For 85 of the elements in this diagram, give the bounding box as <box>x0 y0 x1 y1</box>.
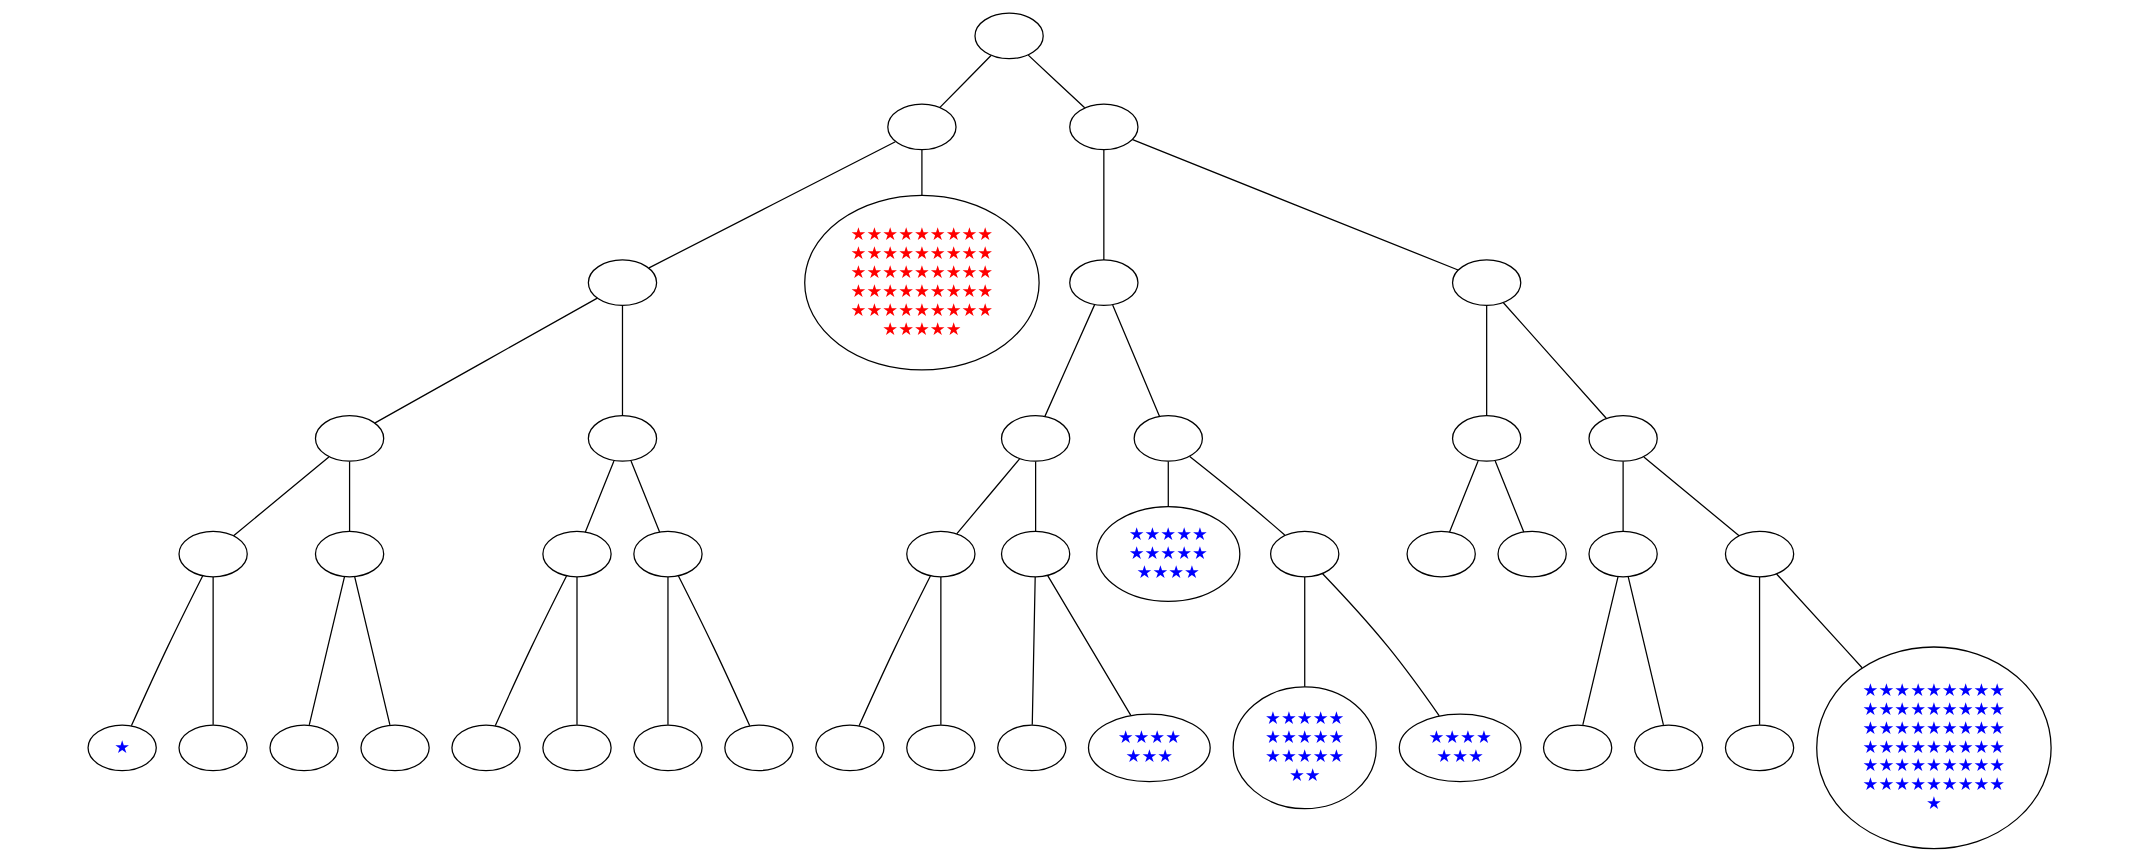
node-ellipse <box>633 724 703 772</box>
node-ellipse <box>1069 103 1139 151</box>
connector <box>1582 576 1619 726</box>
node-ellipse <box>1000 530 1071 578</box>
connector <box>584 460 615 533</box>
connector <box>921 149 923 196</box>
connector <box>1035 460 1037 532</box>
node-ellipse <box>1406 530 1476 578</box>
connector <box>956 458 1021 535</box>
node-ellipse <box>1588 530 1658 578</box>
node-ellipse <box>815 724 885 772</box>
connector <box>1167 460 1169 507</box>
connector <box>648 141 896 269</box>
node-ellipse: ★★★★★★★★★ ★★★★★★★★★ ★★★★★★★★★ ★★★★★★★★★ ★★★★★★★★★ ★★★★★ <box>804 194 1040 371</box>
node-ellipse <box>542 724 612 772</box>
node-ellipse <box>314 530 385 578</box>
connector <box>1322 573 1440 717</box>
connector <box>1189 455 1286 536</box>
node-ellipse <box>1497 530 1567 578</box>
node-ellipse <box>178 530 248 578</box>
connector <box>1031 576 1036 726</box>
connector <box>939 54 992 108</box>
node-ellipse <box>1724 530 1795 578</box>
node-ellipse <box>887 103 957 151</box>
connector <box>1112 304 1161 418</box>
node-ellipse: ★★★★ ★★★ <box>1398 713 1522 783</box>
connector <box>1103 149 1105 261</box>
node-ellipse <box>360 724 430 772</box>
connector <box>1046 574 1132 717</box>
connector <box>1622 460 1624 532</box>
node-ellipse <box>314 415 385 462</box>
node-ellipse <box>633 530 703 578</box>
connector <box>212 576 214 726</box>
connector <box>1627 576 1665 726</box>
connector <box>1448 460 1479 533</box>
node-ellipse <box>542 530 612 578</box>
node-ellipse <box>1451 415 1522 462</box>
connector <box>308 576 346 726</box>
connector <box>130 575 204 727</box>
node-ellipse: ★ <box>87 724 157 772</box>
node-ellipse: ★★★★ ★★★ <box>1087 713 1211 783</box>
connector <box>667 576 669 726</box>
connector <box>940 576 942 726</box>
connector <box>1027 54 1086 109</box>
node-ellipse: ★★★★★ ★★★★★ ★★★★ <box>1096 506 1241 602</box>
node-ellipse <box>997 724 1067 772</box>
connector <box>1643 456 1740 537</box>
node-ellipse <box>1270 530 1340 578</box>
connector <box>1502 302 1607 419</box>
node-ellipse <box>1069 259 1139 307</box>
node-ellipse <box>451 724 521 772</box>
connector <box>1304 576 1306 688</box>
node-ellipse <box>1633 724 1704 772</box>
connector <box>858 575 931 727</box>
node-ellipse <box>269 724 339 772</box>
node-ellipse <box>1000 415 1071 462</box>
connector <box>1486 304 1488 417</box>
node-ellipse <box>1542 724 1613 772</box>
connector <box>677 575 751 727</box>
node-ellipse <box>974 12 1044 60</box>
connector <box>374 297 598 424</box>
node-ellipse <box>1588 415 1658 462</box>
node-ellipse <box>178 724 248 772</box>
node-ellipse <box>906 724 976 772</box>
connector <box>1775 573 1863 669</box>
connector <box>630 460 661 533</box>
connector <box>354 576 391 726</box>
connector <box>494 575 568 727</box>
connector <box>1494 460 1525 533</box>
connector <box>621 304 624 417</box>
node-ellipse <box>1724 724 1795 772</box>
connector <box>1758 576 1761 726</box>
connector <box>576 576 578 726</box>
connector <box>1044 304 1096 417</box>
node-ellipse: ★★★★★ ★★★★★ ★★★★★ ★★ <box>1232 686 1377 810</box>
node-ellipse <box>587 415 658 462</box>
node-ellipse <box>906 530 976 578</box>
node-ellipse <box>587 259 658 307</box>
node-ellipse <box>1451 259 1522 307</box>
connector <box>232 456 330 537</box>
node-ellipse: ★★★★★★★★★ ★★★★★★★★★ ★★★★★★★★★ ★★★★★★★★★ ★★★★★★★★★ ★★★★★★★★★ ★ <box>1816 646 2052 850</box>
node-ellipse <box>724 724 794 772</box>
node-ellipse <box>1133 415 1204 462</box>
connector <box>348 460 351 532</box>
connector <box>1131 139 1459 271</box>
